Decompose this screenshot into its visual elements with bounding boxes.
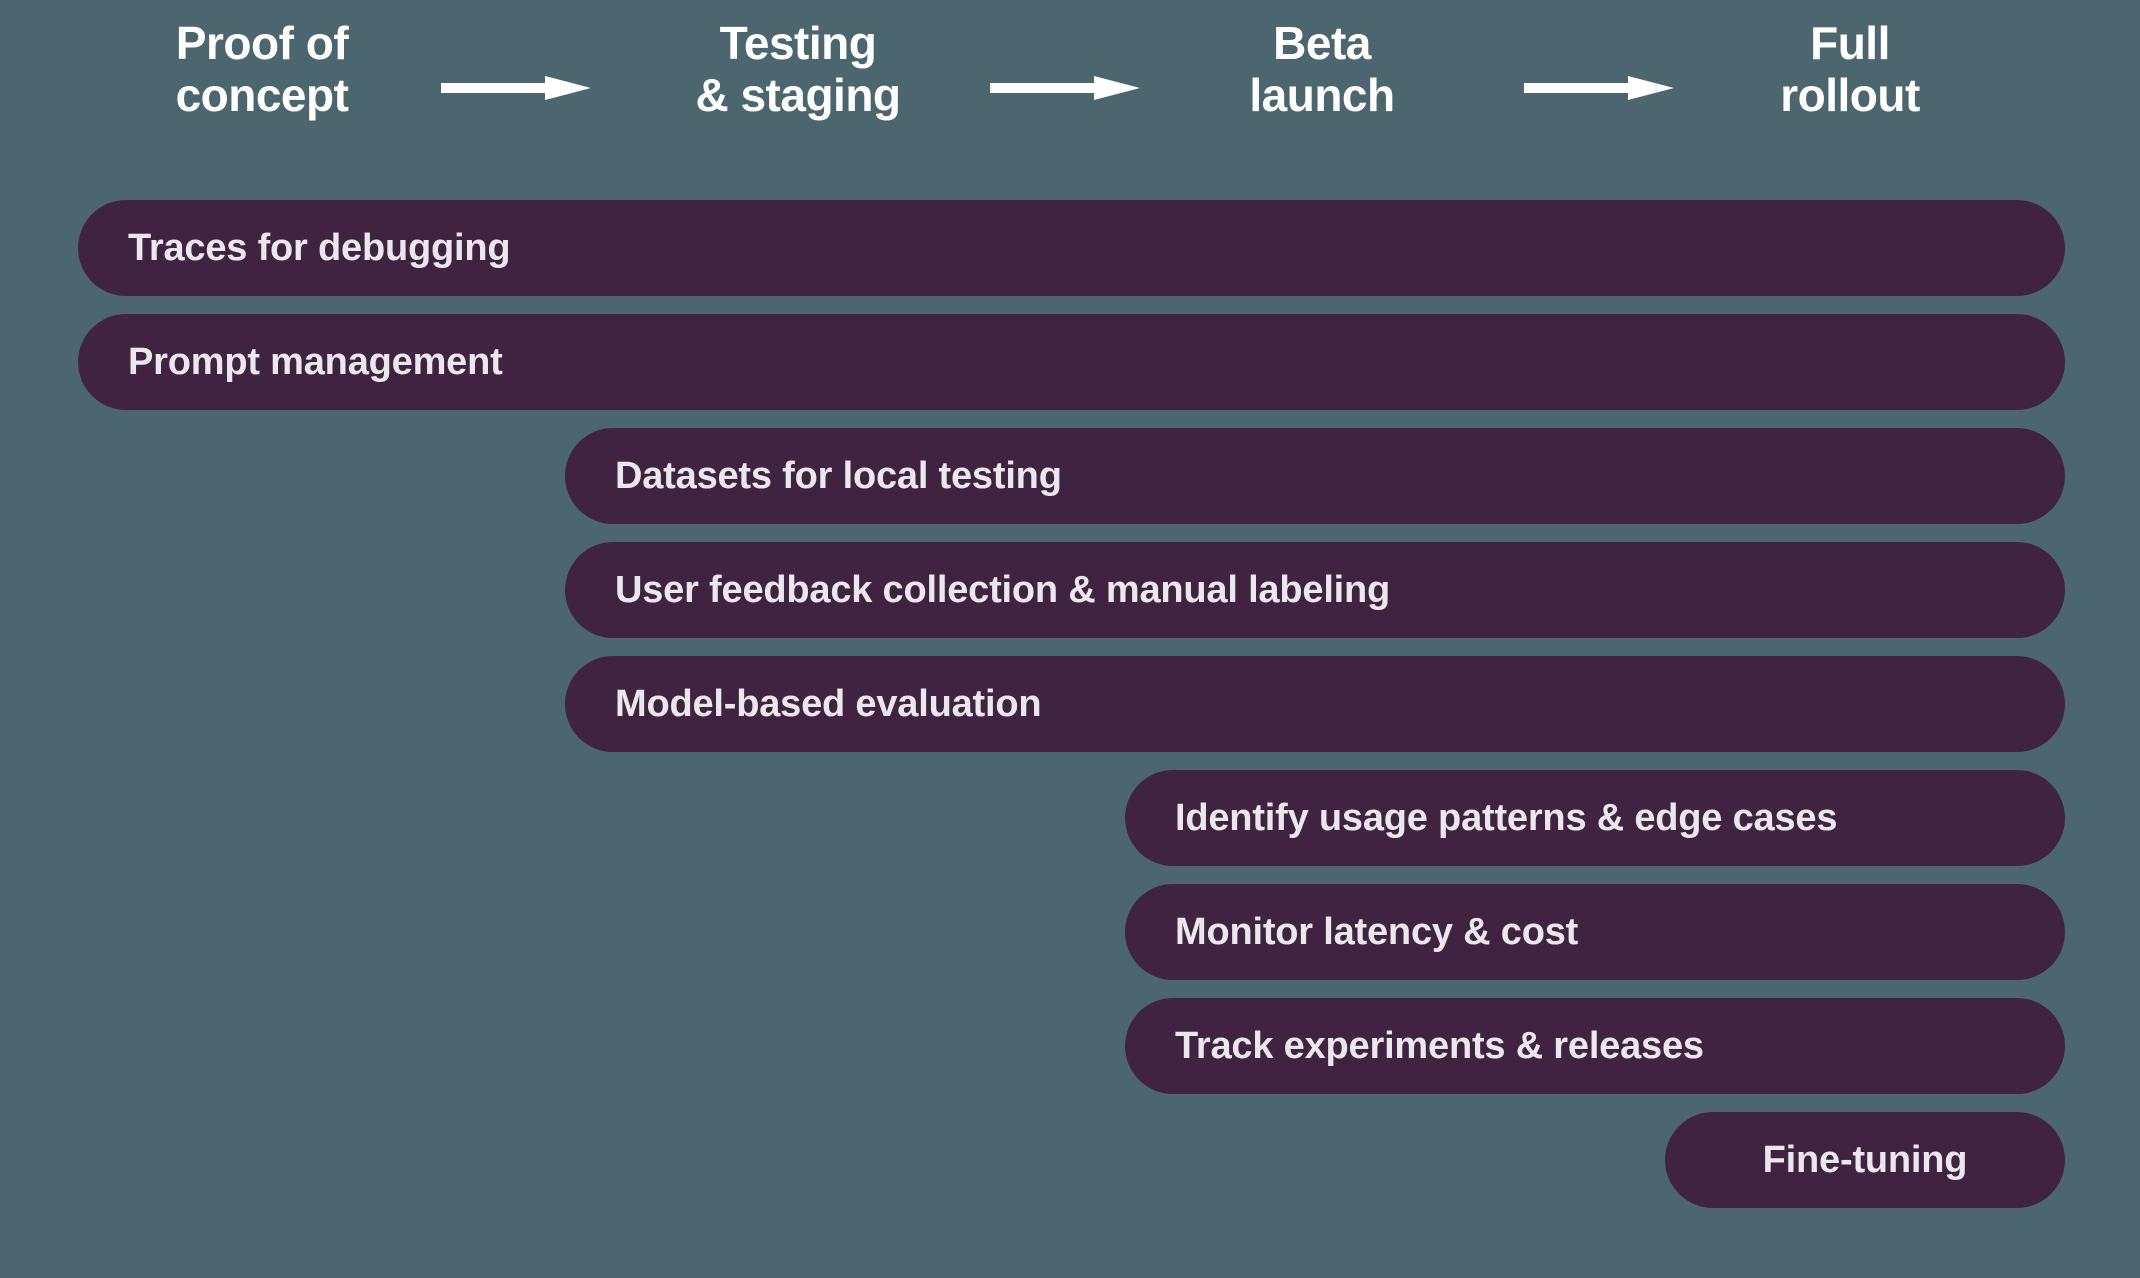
capability-pill[interactable]: Model-based evaluation	[565, 656, 2065, 752]
arrow-beta-to-rollout-icon	[1524, 76, 1674, 100]
capability-pill-label: Fine-tuning	[1762, 1138, 1968, 1181]
capability-pill[interactable]: Datasets for local testing	[565, 428, 2065, 524]
phase-label-4: Full rollout	[1780, 17, 1920, 121]
phase-label-2: Testing & staging	[695, 17, 901, 121]
capability-pill-label: Prompt management	[128, 340, 503, 383]
phase-header-row: Proof of concept Testing & staging Beta la…	[0, 0, 2140, 170]
capability-pill[interactable]: Traces for debugging	[78, 200, 2065, 296]
capability-pill[interactable]: Prompt management	[78, 314, 2065, 410]
phase-label-1: Proof of concept	[175, 17, 349, 121]
capability-pill-label: Model-based evaluation	[615, 682, 1042, 725]
arrow-poc-to-testing-icon	[441, 76, 591, 100]
capability-pill-label: User feedback collection & manual labeli…	[615, 568, 1391, 611]
capability-pill-label: Datasets for local testing	[615, 454, 1062, 497]
capability-pill[interactable]: Identify usage patterns & edge cases	[1125, 770, 2065, 866]
capability-pill-label: Monitor latency & cost	[1175, 910, 1579, 953]
capability-pill-label: Identify usage patterns & edge cases	[1175, 796, 1838, 839]
capability-pill[interactable]: Fine-tuning	[1665, 1112, 2065, 1208]
phase-label-3: Beta launch	[1249, 17, 1395, 121]
capability-pill[interactable]: Track experiments & releases	[1125, 998, 2065, 1094]
arrow-testing-to-beta-icon	[990, 76, 1140, 100]
capability-pill[interactable]: Monitor latency & cost	[1125, 884, 2065, 980]
capability-pill[interactable]: User feedback collection & manual labeli…	[565, 542, 2065, 638]
capability-pill-label: Track experiments & releases	[1175, 1024, 1704, 1067]
capability-pill-label: Traces for debugging	[128, 226, 511, 269]
